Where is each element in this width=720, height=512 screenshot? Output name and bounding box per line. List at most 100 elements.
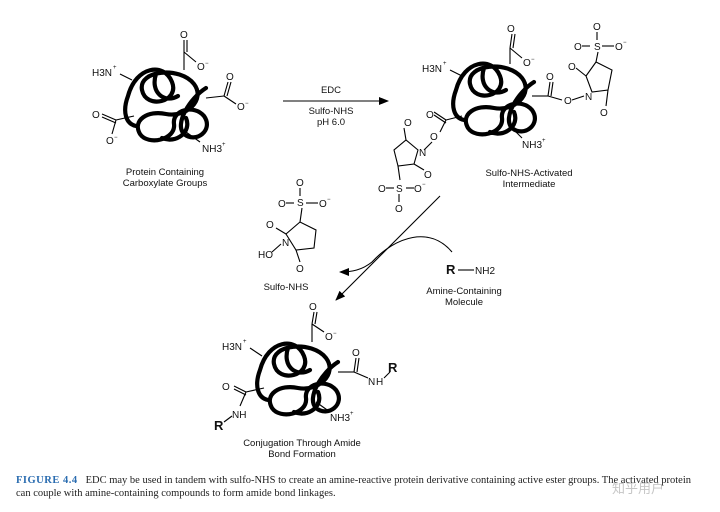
atom-label: O [564, 96, 572, 107]
atom-label: + [113, 65, 117, 71]
bond-line [383, 371, 391, 379]
bond-line [239, 391, 247, 407]
bond-line [403, 127, 407, 141]
atom-label: − [327, 197, 331, 203]
intermediate-label-2: Intermediate [503, 179, 556, 190]
bond-line [547, 95, 563, 101]
sulfo-nhs-activated-intermediate-structure: H3N + O O − O O N O O S O − O O [378, 22, 627, 215]
atom-label: + [222, 142, 226, 148]
atom-label: NH2 [475, 266, 495, 277]
atom-label: O [404, 118, 412, 129]
atom-label: O [574, 42, 582, 53]
reagent-sulfo-nhs: Sulfo-NHS [309, 106, 354, 117]
reagent-edc: EDC [321, 85, 341, 96]
protein-carboxylate-label-2: Carboxylate Groups [123, 178, 208, 189]
atom-label: O [278, 199, 286, 210]
atom-label: N [282, 238, 289, 249]
bond-line [511, 127, 523, 139]
h3n-label: H3N [92, 68, 112, 79]
atom-label: O [222, 382, 230, 393]
protein-carboxylate-structure: H3N + O O − O O − O O − NH3 + [92, 30, 249, 155]
amine-label-2: Molecule [445, 297, 483, 308]
atom-label: − [205, 61, 209, 67]
bond-line [223, 81, 229, 97]
protein-coil [257, 344, 339, 415]
atom-label: − [245, 101, 249, 107]
bond-line [356, 357, 360, 373]
bond-line [101, 116, 117, 124]
atom-label: H3N [222, 342, 242, 353]
bond-line [433, 111, 447, 121]
bond-line [271, 243, 282, 253]
amide-conjugate-structure: H3N + O O − O N H R O NH R NH3 + [214, 302, 398, 433]
amine-molecule-structure: R NH2 [446, 262, 495, 277]
atom-label: H [376, 377, 383, 388]
atom-label: − [422, 182, 426, 188]
atom-label: O [600, 108, 608, 119]
atom-label: O [266, 220, 274, 231]
bond-line [509, 33, 513, 49]
bond-line [115, 115, 135, 121]
atom-label: O [507, 24, 515, 35]
bond-line [393, 139, 419, 167]
bond-line [433, 114, 447, 124]
amine-label-1: Amine-Containing [426, 286, 502, 297]
atom-label: + [542, 138, 546, 144]
atom-label: O [226, 72, 234, 83]
atom-label: − [333, 331, 337, 337]
watermark-text: 知乎用户 [612, 482, 665, 497]
sulfo-nhs-label: Sulfo-NHS [264, 282, 309, 293]
reaction-scheme: H3N + O O − O O − O O − NH3 + Protein Co… [92, 22, 627, 460]
atom-label: O [615, 42, 623, 53]
atom-label: − [531, 57, 535, 63]
bond-line [605, 89, 609, 107]
bond-line [512, 33, 516, 49]
atom-label: NH3 [202, 144, 222, 155]
bond-line [249, 347, 263, 357]
bond-line [547, 81, 551, 97]
atom-label: O [426, 110, 434, 121]
atom-label: O [424, 170, 432, 181]
protein-carboxylate-label-1: Protein Containing [126, 167, 204, 178]
bond-line [205, 95, 225, 99]
bond-line [226, 81, 232, 97]
atom-label: O [395, 204, 403, 215]
atom-label: O [237, 102, 245, 113]
bond-line [295, 249, 301, 263]
bond-line [449, 69, 463, 77]
bond-line [575, 67, 587, 77]
atom-label: + [443, 61, 447, 67]
atom-label: NH3 [330, 413, 350, 424]
bond-line [315, 401, 331, 413]
atom-label: O [568, 62, 576, 73]
atom-label: O [106, 136, 114, 147]
bond-line [311, 311, 315, 325]
bond-line [111, 119, 117, 135]
atom-label: + [350, 411, 354, 417]
intermediate-label-1: Sulfo-NHS-Activated [485, 168, 572, 179]
reagent-ph: pH 6.0 [317, 117, 345, 128]
bond-line [445, 115, 463, 121]
atom-label: R [446, 262, 456, 277]
bond-line [397, 165, 401, 181]
atom-label: O [180, 30, 188, 41]
bond-line [339, 236, 453, 276]
bond-line [314, 311, 318, 325]
amine-coupling-arrows [335, 195, 453, 301]
figure-label: FIGURE 4.4 [16, 475, 78, 486]
atom-label: O [546, 72, 554, 83]
sulfo-nhs-structure: S O − O O O N HO O [258, 178, 331, 275]
atom-label: N [585, 92, 592, 103]
atom-label: S [594, 42, 601, 53]
atom-label: O [309, 302, 317, 313]
bond-line [233, 385, 247, 393]
caption-text: EDC may be used in tandem with sulfo-NHS… [16, 475, 691, 499]
atom-label: HO [258, 250, 273, 261]
bond-line [439, 119, 447, 133]
bond-line [509, 47, 523, 59]
atom-label: N [368, 377, 375, 388]
atom-label: − [114, 135, 118, 141]
atom-label: O [319, 199, 327, 210]
bond-line [550, 81, 554, 97]
